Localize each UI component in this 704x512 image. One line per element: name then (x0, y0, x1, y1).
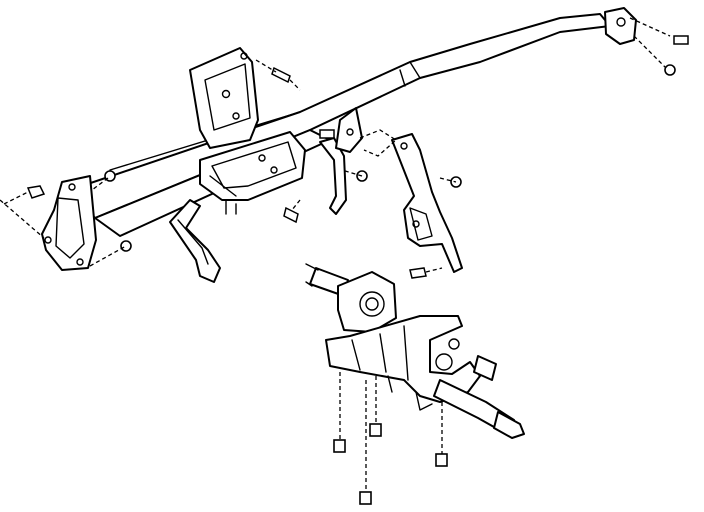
middle-tab-bracket (335, 107, 363, 153)
steering-column-assembly (305, 263, 525, 439)
right-side-bracket (391, 133, 463, 273)
nut-column-3 (435, 453, 448, 467)
center-mounting-bracket (199, 131, 347, 215)
bolt-strap (319, 129, 335, 139)
nut-right-top (664, 64, 676, 76)
lower-support-brace (169, 199, 221, 283)
upper-mounting-bracket (189, 47, 259, 149)
bolt-right-top (673, 35, 689, 45)
mounting-bolts (26, 35, 689, 279)
nut-column-1 (333, 439, 346, 453)
bolt-upper-center (271, 66, 291, 84)
bolt-center-lower (283, 206, 299, 224)
assembly-guide-lines (0, 17, 671, 492)
nut-column-2 (369, 423, 382, 437)
nut-beam-lower (120, 240, 132, 252)
mounting-nuts (104, 64, 676, 505)
bolt-left-end (26, 185, 46, 199)
bolt-column-left (409, 267, 427, 279)
nut-column-4 (359, 491, 372, 505)
